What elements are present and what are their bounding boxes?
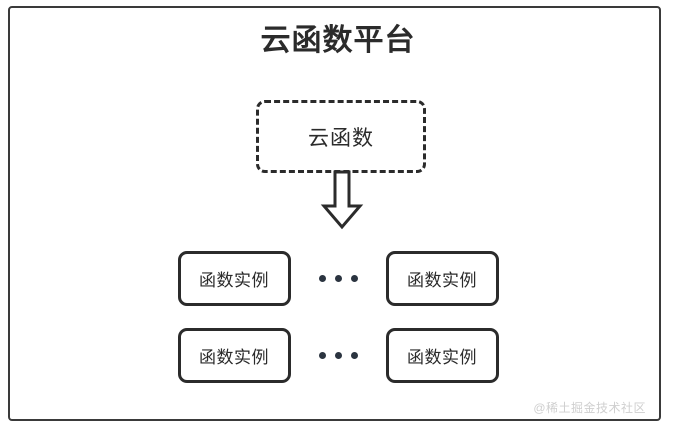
function-instance-label: 函数实例 <box>199 270 269 290</box>
down-arrow-icon <box>314 170 370 230</box>
instance-row-1: 函数实例 函数实例 <box>0 250 676 306</box>
ellipsis-dot <box>350 274 358 282</box>
ellipsis-dot <box>334 274 342 282</box>
page-title: 云函数平台 <box>260 24 416 57</box>
function-instance-label: 函数实例 <box>199 347 269 367</box>
cloud-function-label: 云函数 <box>308 126 374 150</box>
ellipsis-dot <box>334 351 342 359</box>
function-instance-box: 函数实例 <box>385 250 499 306</box>
function-instance-box: 函数实例 <box>177 327 291 383</box>
ellipsis-indicator <box>291 351 386 359</box>
watermark: @稀土掘金技术社区 <box>533 401 646 415</box>
ellipsis-dot <box>318 274 326 282</box>
function-instance-label: 函数实例 <box>407 347 477 367</box>
cloud-function-node: 云函数 <box>256 100 426 173</box>
function-instance-label: 函数实例 <box>407 270 477 290</box>
ellipsis-dot <box>350 351 358 359</box>
function-instance-box: 函数实例 <box>385 327 499 383</box>
ellipsis-dot <box>318 351 326 359</box>
function-instance-box: 函数实例 <box>177 250 291 306</box>
instance-row-2: 函数实例 函数实例 <box>0 327 676 383</box>
ellipsis-indicator <box>291 274 386 282</box>
